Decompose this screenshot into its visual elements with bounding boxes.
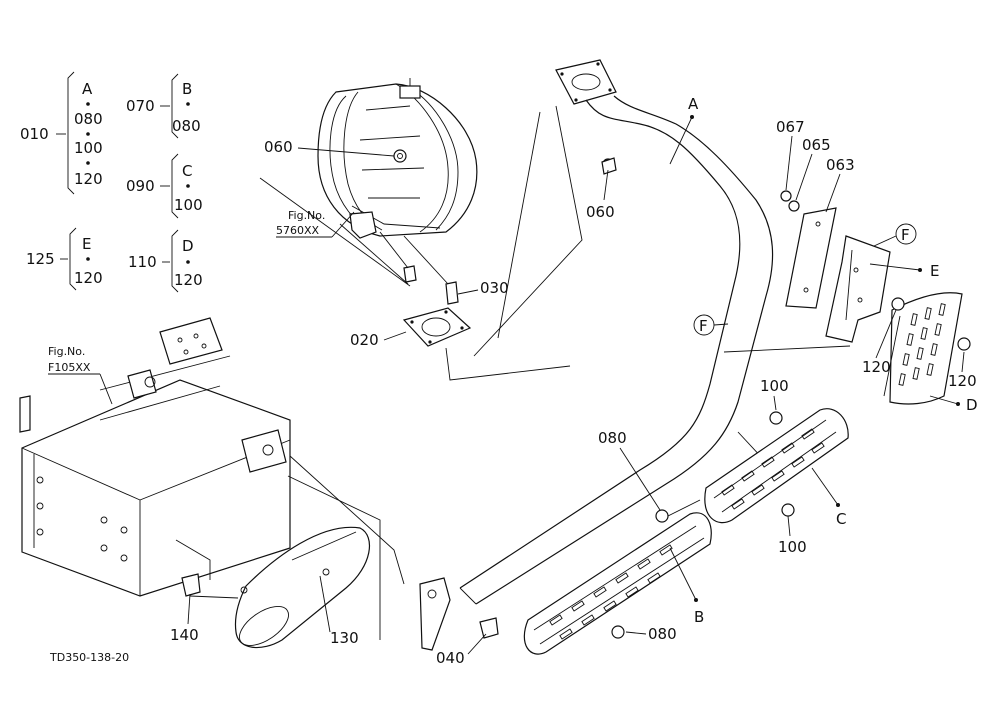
- legend-090-item-100: 100: [174, 196, 203, 214]
- callout-120-left: 120: [862, 358, 891, 376]
- callout-100-upper: 100: [760, 377, 789, 395]
- callout-f-upper-text: F: [901, 226, 910, 244]
- washer-067: [780, 190, 792, 202]
- gasket-and-studs: [379, 231, 472, 347]
- shield-b-slots: [549, 544, 673, 640]
- washer-065: [788, 200, 800, 212]
- callout-080-lower: 080: [648, 625, 677, 643]
- heat-shield-c: [704, 408, 849, 524]
- legend-090-item-c: C: [182, 162, 192, 180]
- legend-010-item-100: 100: [74, 139, 103, 157]
- legend-group-070: 070 B 080: [126, 73, 201, 139]
- legend-125-item-120: 120: [74, 269, 103, 287]
- callout-f-lower-text: F: [699, 317, 708, 335]
- legend-010-number: 010: [20, 125, 49, 143]
- fig-ref-5760: Fig.No. 5760XX: [276, 209, 355, 238]
- callout-060-upper: 060: [264, 138, 293, 156]
- fig-ref-5760-line2: 5760XX: [276, 224, 320, 237]
- drawing-code: TD350-138-20: [49, 651, 129, 664]
- callout-020: 020: [350, 331, 379, 349]
- legend-110-item-120: 120: [174, 271, 203, 289]
- callout-b: B: [694, 608, 704, 626]
- shield-c-slots: [721, 428, 825, 510]
- legend-070-number: 070: [126, 97, 155, 115]
- callout-d: D: [966, 396, 978, 414]
- legend-110-number: 110: [128, 253, 157, 271]
- tail-bracket: [419, 577, 499, 651]
- callout-040: 040: [436, 649, 465, 667]
- callout-e: E: [930, 262, 939, 280]
- callout-140: 140: [170, 626, 199, 644]
- callout-100-lower: 100: [778, 538, 807, 556]
- legend-group-090: 090 C 100: [126, 153, 203, 219]
- callout-c: C: [836, 510, 846, 528]
- callout-f-lower: F: [693, 314, 729, 336]
- heat-shield-d: [883, 292, 971, 405]
- fig-ref-f105: Fig.No. F105XX: [48, 345, 113, 405]
- fig-ref-f105-line1: Fig.No.: [48, 345, 85, 358]
- callout-067: 067: [776, 118, 805, 136]
- legend-group-110: 110 D 120: [128, 229, 203, 293]
- callout-030: 030: [480, 279, 509, 297]
- legend-070-item-080: 080: [172, 117, 201, 135]
- exhaust-pipe-a: [459, 59, 774, 605]
- shield-d-slots: [898, 303, 946, 386]
- tractor-frame: [19, 317, 405, 640]
- callout-f-upper: F: [873, 223, 917, 247]
- legend-125-number: 125: [26, 250, 55, 268]
- legend-110-item-d: D: [182, 237, 194, 255]
- legend-group-125: 125 E 120: [26, 227, 103, 291]
- callout-065: 065: [802, 136, 831, 154]
- callouts: 060 060 030 020 A 067 065 063 F F E 12: [170, 95, 978, 667]
- callout-a: A: [688, 95, 699, 113]
- legend-group-010: 010 A 080 100 120: [20, 71, 103, 195]
- assembly-lines: [259, 105, 851, 521]
- callout-130: 130: [330, 629, 359, 647]
- fig-ref-f105-line2: F105XX: [48, 361, 91, 374]
- legend-010-item-a: A: [82, 80, 93, 98]
- callout-063: 063: [826, 156, 855, 174]
- legend-090-number: 090: [126, 177, 155, 195]
- callout-060-lower: 060: [586, 203, 615, 221]
- legend-070-item-b: B: [182, 80, 192, 98]
- callout-120-right: 120: [948, 372, 977, 390]
- legend-125-item-e: E: [82, 235, 91, 253]
- fig-ref-5760-line1: Fig.No.: [288, 209, 325, 222]
- bracket-e: [825, 235, 891, 343]
- legend-010-item-120: 120: [74, 170, 103, 188]
- callout-080-upper: 080: [598, 429, 627, 447]
- tail-pipe-130: [234, 526, 371, 649]
- bracket-063: [785, 207, 837, 309]
- muffler-unit: [317, 78, 478, 239]
- heat-shield-b: [523, 509, 712, 655]
- legend-010-item-080: 080: [74, 110, 103, 128]
